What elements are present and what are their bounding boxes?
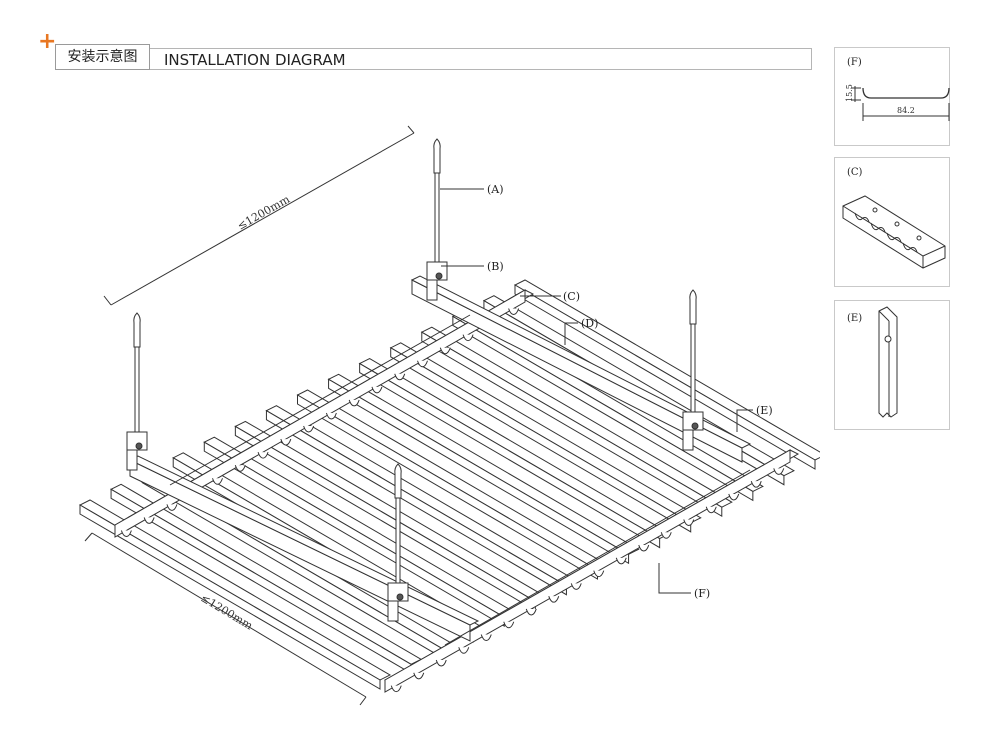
clip-bolt [691,422,699,430]
clip-body [426,279,438,301]
hanger-rods [126,138,704,622]
carrier-notch [462,334,474,342]
carrier-notch [257,451,269,459]
main-channels [128,275,752,646]
carrier-notch [325,412,337,420]
header-title-zh: 安装示意图 [55,44,150,70]
carrier-notch [120,530,132,537]
panel-face [203,441,505,628]
panel-face [79,504,381,690]
detail-e-bracket: (E) [834,300,950,430]
carrier-notch [280,438,292,446]
carrier-notch [143,517,155,524]
carrier-notch [435,659,447,667]
carrier-notch [390,685,402,693]
carrier-notch [348,399,360,407]
label-c: (C) [563,290,580,303]
label-a: (A) [487,183,504,196]
carrier-notch [508,308,520,316]
rod-cap [133,312,141,348]
clip-bolt [435,272,443,280]
carrier-notch [303,425,315,433]
detail-f-label: (F) [847,57,862,68]
cross-line [444,469,751,646]
carrier-rails [113,289,800,693]
panel-face [297,394,598,580]
carrier-notch [525,608,537,616]
panel-face [421,331,723,518]
clip-body [682,429,694,451]
carrier-notch [615,557,627,565]
rod-cap [689,289,697,325]
cross-line [169,314,471,486]
detail-f-height: 15.5 [845,84,854,102]
carrier-notch [593,570,605,578]
carrier-notch [413,672,425,680]
carrier-notch [166,504,178,511]
label-f: (F) [694,587,710,600]
carrier-notch [394,373,406,381]
main-channel-right-top [410,275,752,449]
carrier-notch [638,544,650,552]
clip-body [387,600,399,622]
carrier-face [384,449,791,693]
label-e: (E) [756,404,773,417]
panel-face [265,409,567,596]
clip-bolt [396,593,404,601]
panel-face [390,346,692,533]
carrier-notch [750,481,762,488]
carrier-notch [728,493,740,501]
label-d: (D) [581,317,598,330]
rod-shaft [434,172,440,263]
rod-shaft [395,497,401,584]
carrier-notch [773,468,785,475]
carrier-face [114,289,526,538]
carrier-notch [570,583,582,590]
carrier-notch [548,596,560,603]
carrier-notch [660,532,672,539]
carrier-notch [458,647,470,654]
clip-body [126,449,138,471]
plus-icon: + [38,29,57,54]
header-title-bar [150,48,812,70]
carrier-notch [234,465,246,472]
carrier-notch [503,621,515,629]
dimension-top-label: ≤1200mm [235,192,292,232]
rod-shaft [134,346,140,433]
detail-f-panel: (F) 15.5 84.2 [834,47,950,146]
clip-bolt [135,442,143,450]
panel-face [328,378,630,565]
carrier-notch [417,360,428,368]
panel-face [514,284,816,470]
carrier-notch [371,386,383,394]
label-b: (B) [487,260,504,273]
detail-f-width: 84.2 [897,106,915,115]
carrier-notch [480,634,492,642]
rod-cap [433,138,441,174]
rod-cap [394,463,402,499]
carrier-notch [212,478,223,485]
carrier-notch [439,347,451,355]
detail-c-carrier: (C) [834,157,950,287]
dimension-top [103,125,415,306]
header-title-en: INSTALLATION DIAGRAM [164,51,346,69]
detail-c-label: (C) [847,167,863,178]
dimension-bottom [84,532,367,706]
panel-face [359,362,661,549]
detail-e-label: (E) [847,313,862,324]
rod-shaft [690,323,696,413]
panel-face [452,315,754,502]
carrier-notch [683,519,695,527]
leader-lines [440,188,753,594]
installation-diagram: ≤1200mm ≤1200mm (A) (B) (C) (D) (E) (F) [78,125,820,706]
carrier-notch [705,506,717,514]
